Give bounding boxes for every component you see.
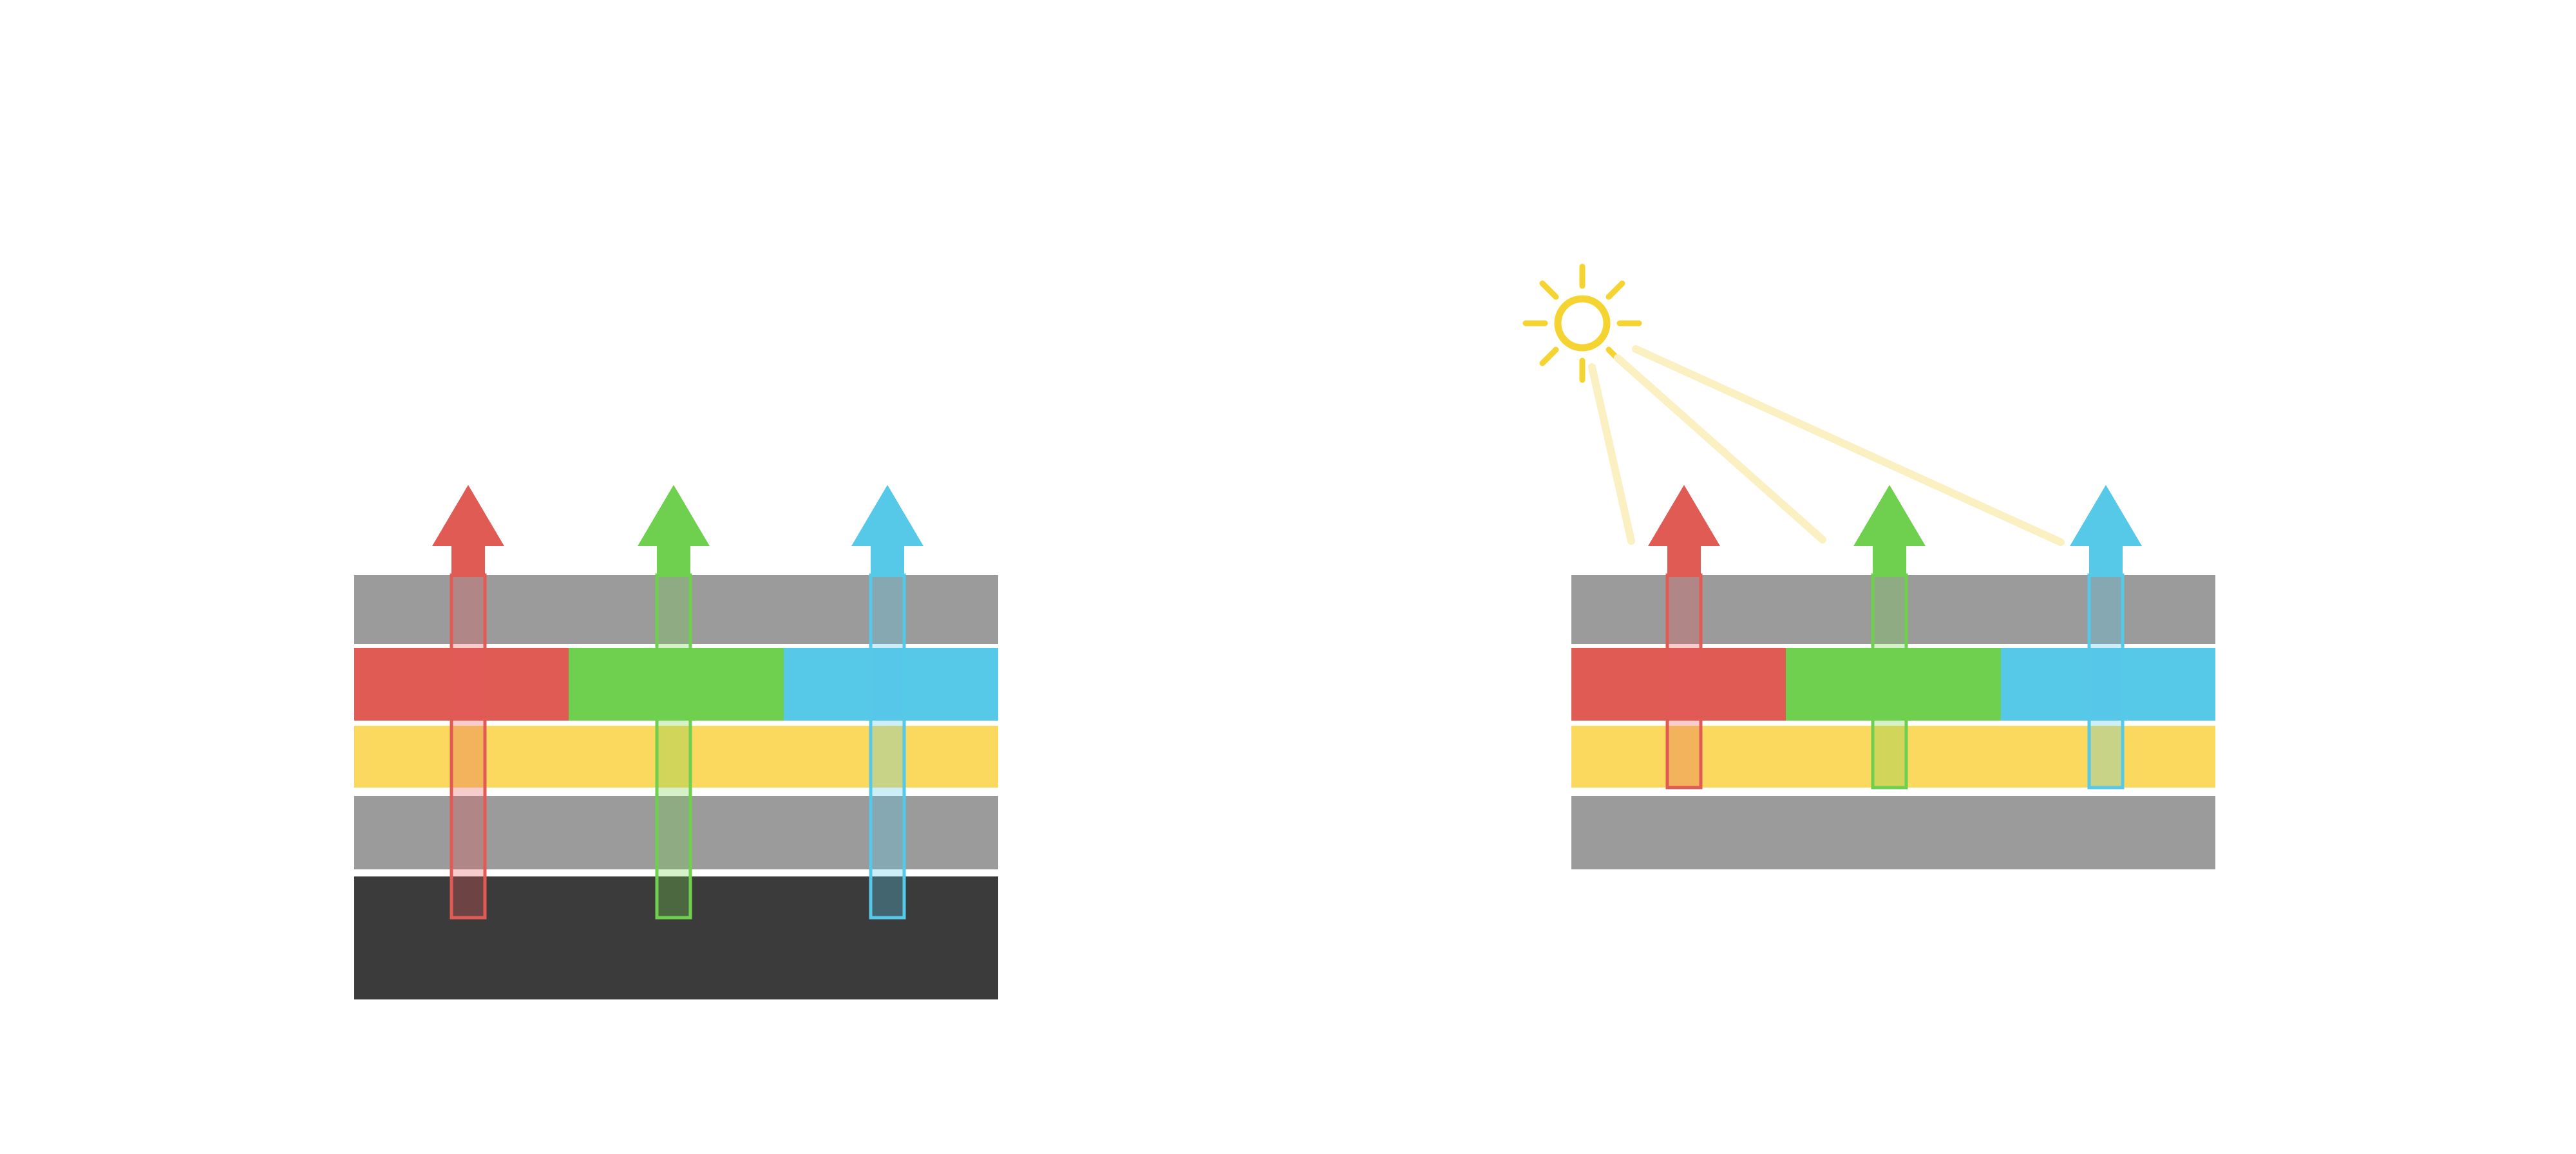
cyan-arrow-shaft-through-stack [2087, 573, 2125, 790]
cyan-arrow-head [851, 485, 923, 577]
sunlight-beam-middle [1614, 354, 1826, 544]
green-arrow-head [638, 485, 710, 577]
green-light-arrow [638, 485, 710, 920]
color-filter-layer [354, 648, 998, 721]
red-arrow-head [1648, 485, 1720, 577]
bottom-gray-layer [1571, 796, 2215, 869]
top-gray-layer [354, 575, 998, 644]
display-stack-right [1571, 575, 2215, 869]
display-stack-left [354, 575, 998, 999]
cyan-light-arrow [2070, 485, 2142, 790]
green-subpixel [1786, 648, 2001, 721]
red-arrow-shaft-through-stack [450, 573, 487, 920]
red-light-arrow [1648, 485, 1720, 790]
sun-icon [1522, 263, 1642, 383]
green-arrow-head [1853, 485, 1926, 577]
reflective-display-diagram [1522, 263, 2215, 869]
cyan-arrow-shaft-through-stack [869, 573, 906, 920]
cyan-subpixel [2001, 648, 2215, 721]
sunlight-beam-right [1632, 345, 2065, 546]
backlight-layer [354, 876, 998, 999]
sun-disc [1554, 295, 1611, 352]
green-subpixel [569, 648, 784, 721]
sunlight-beam-left [1588, 363, 1635, 545]
green-arrow-shaft-through-stack [1871, 573, 1908, 790]
cyan-light-arrow [851, 485, 923, 920]
yellow-layer [354, 726, 998, 788]
bottom-gray-layer [354, 796, 998, 869]
red-arrow-head [432, 485, 504, 577]
backlit-display-diagram [354, 485, 998, 999]
red-subpixel [354, 648, 569, 721]
red-subpixel [1571, 648, 1786, 721]
top-gray-layer [1571, 575, 2215, 644]
green-arrow-shaft-through-stack [655, 573, 692, 920]
red-arrow-shaft-through-stack [1665, 573, 1703, 790]
sunlight-beams [1588, 345, 2065, 546]
cyan-subpixel [784, 648, 998, 721]
red-light-arrow [432, 485, 504, 920]
color-filter-layer [1571, 648, 2215, 721]
yellow-layer [1571, 726, 2215, 788]
green-light-arrow [1853, 485, 1926, 790]
cyan-arrow-head [2070, 485, 2142, 577]
